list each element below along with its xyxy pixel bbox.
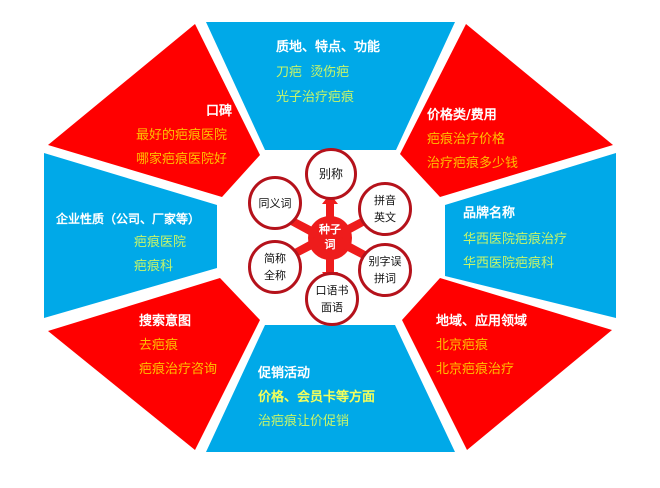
hub-node-line: 全称: [264, 269, 286, 282]
hub-node-line: 英文: [374, 211, 396, 224]
segment-item: 最好的疤痕医院: [136, 128, 228, 143]
segment-item: 疤痕治疗咨询: [139, 362, 218, 377]
hub-node-pinyin-english: 拼音 英文: [358, 182, 412, 236]
segment-item: 华西医院疤痕治疗: [463, 232, 568, 247]
segment-bottom-shape: [206, 325, 455, 452]
segment-title: 口碑: [206, 104, 233, 119]
segment-left-shape: [44, 153, 217, 318]
segment-bottom-right-shape: [402, 278, 612, 450]
hub-node-alias: 别称: [305, 148, 357, 200]
hub-center-line1: 种子: [319, 223, 341, 236]
segment-right-shape: [445, 153, 616, 318]
segment-title: 品牌名称: [463, 206, 516, 221]
hub-node-abbreviation-fullname: 简称 全称: [248, 240, 302, 294]
segment-title: 促销活动: [258, 366, 311, 381]
hub-node-line: 别字误: [368, 255, 402, 268]
segment-top-shape: [206, 22, 455, 150]
hub-node-line: 简称: [264, 252, 286, 265]
hub-node-line: 口语书: [315, 284, 349, 297]
hub-node-typo: 别字误 拼词: [358, 243, 412, 297]
segment-top-right-shape: [400, 24, 613, 197]
segment-bottom-left-shape: [48, 278, 260, 450]
hub-center-label: 种子 词: [312, 222, 348, 252]
segment-item: 疤痕医院: [134, 235, 187, 250]
segment-item: 北京疤痕: [436, 338, 489, 353]
segment-item: 哪家疤痕医院好: [136, 152, 228, 167]
hub-center-line2: 词: [324, 238, 336, 251]
segment-top-left-shape: [48, 24, 260, 197]
segment-item: 北京疤痕治疗: [436, 362, 515, 377]
hub-node-line: 同义词: [258, 196, 292, 210]
hub-node-line: 别称: [318, 166, 343, 181]
segment-item: 治疤痕让价促销: [258, 414, 350, 429]
segment-item: 光子治疗疤痕: [276, 90, 355, 105]
segment-title: 质地、特点、功能: [276, 40, 381, 55]
segment-item: 刀疤 烫伤疤: [276, 65, 350, 80]
segment-title: 搜索意图: [139, 314, 192, 329]
hub-node-colloquial-written: 口语书 面语: [305, 272, 359, 326]
hub-node-line: 拼音: [374, 194, 396, 207]
segment-item: 去疤痕: [139, 338, 179, 353]
segment-item: 治疗疤痕多少钱: [427, 156, 519, 171]
segment-item: 价格、会员卡等方面: [258, 390, 376, 405]
hub-node-synonym: 同义词: [248, 176, 302, 230]
segment-item: 疤痕科: [134, 259, 174, 274]
segment-title: 地域、应用领域: [436, 314, 528, 329]
segment-title: 企业性质（公司、厂家等）: [56, 212, 201, 226]
segment-item: 华西医院疤痕科: [463, 256, 555, 271]
hub-node-line: 拼词: [374, 272, 396, 285]
segment-item: 疤痕治疗价格: [427, 132, 506, 147]
hub-node-line: 面语: [321, 301, 343, 314]
segment-title: 价格类/费用: [427, 108, 497, 123]
